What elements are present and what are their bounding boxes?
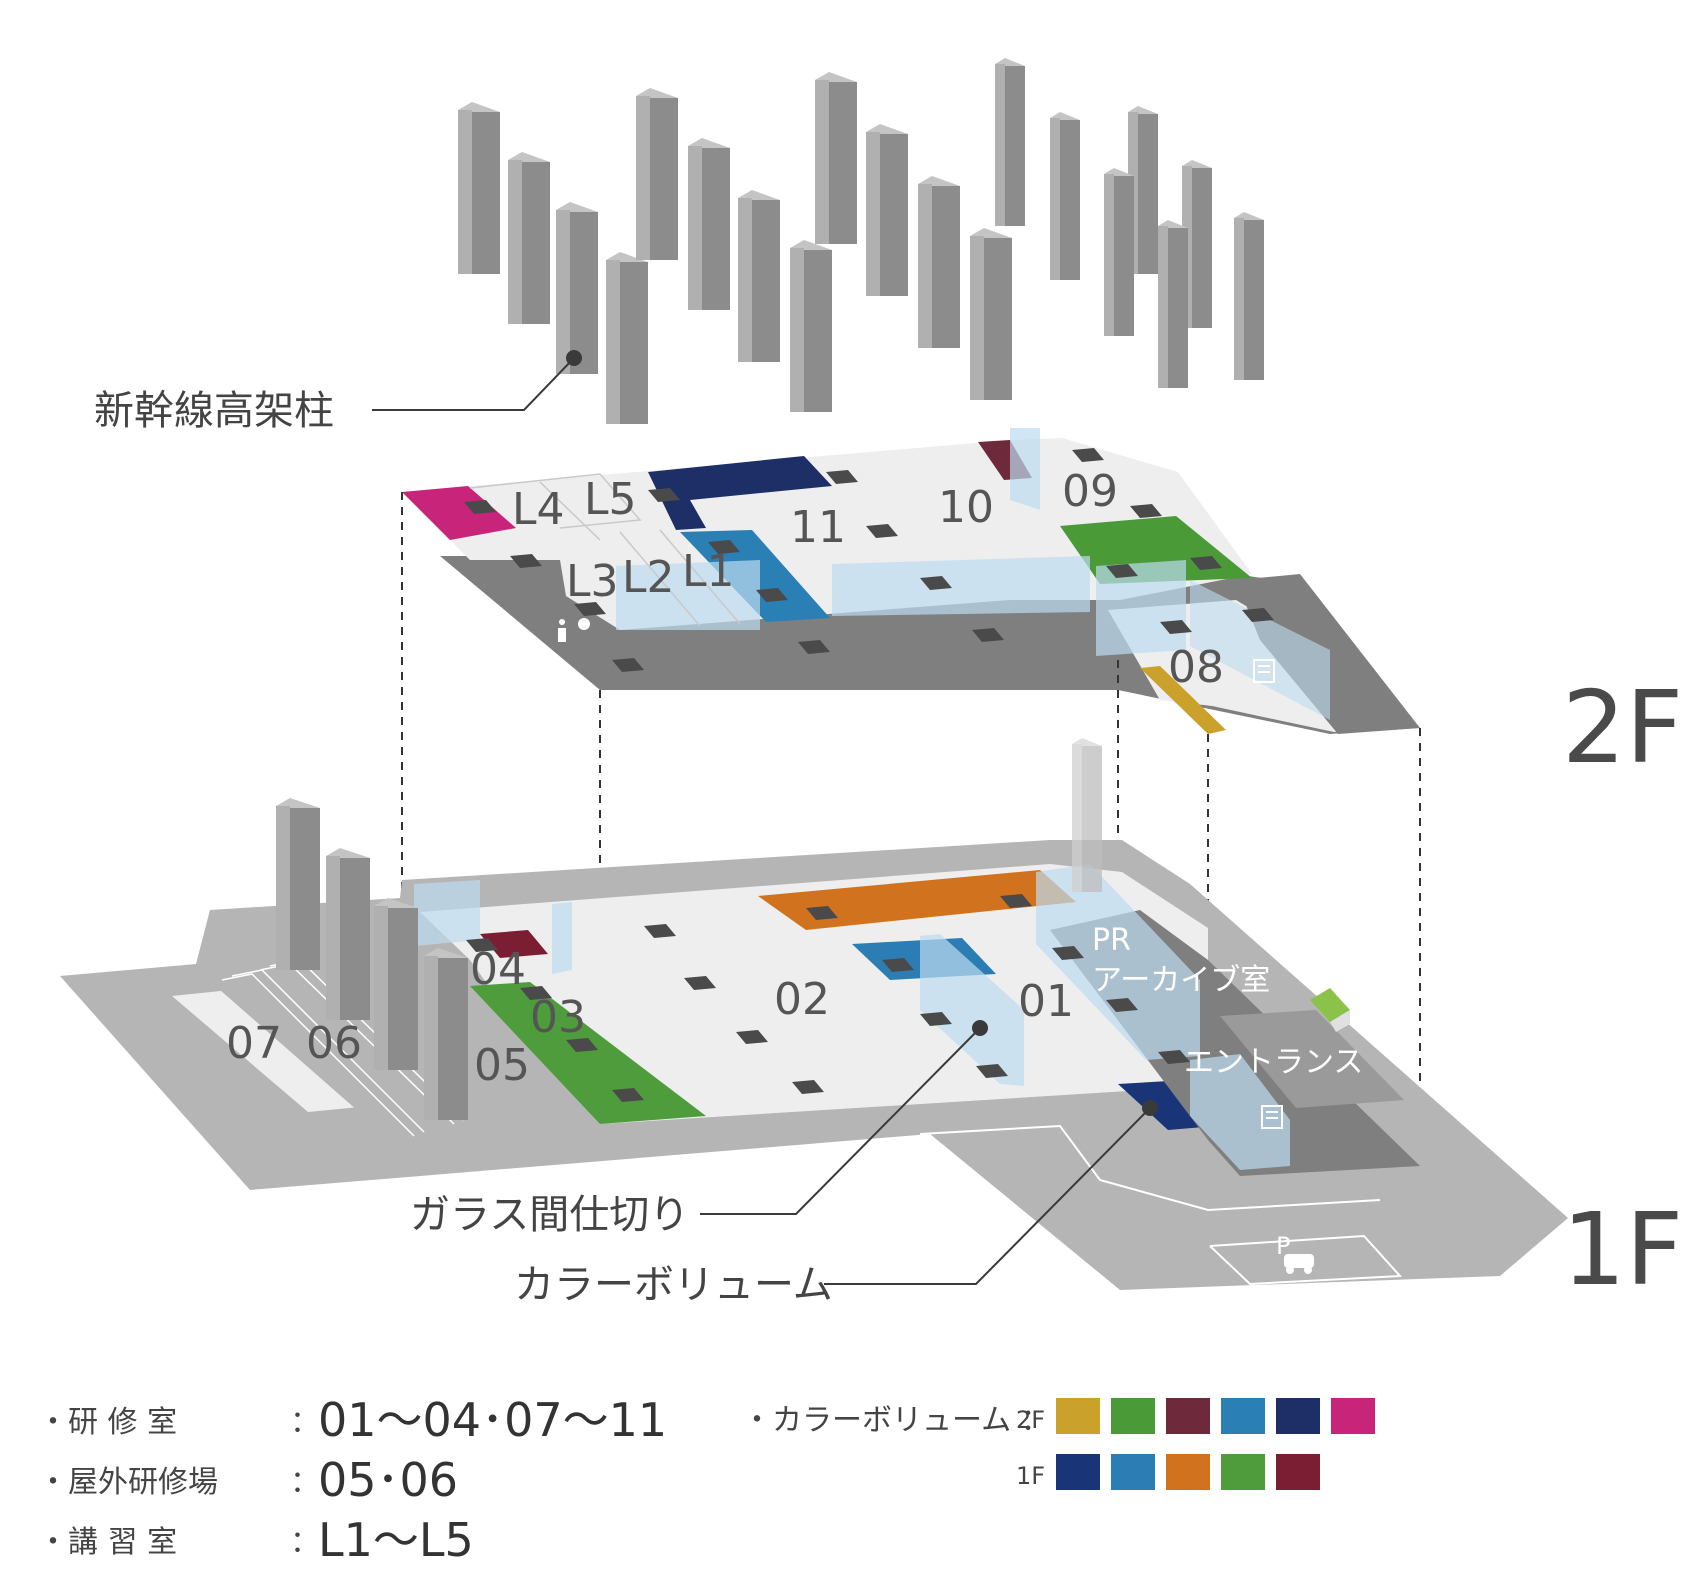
pillar — [636, 88, 678, 260]
room-07-label: 07 — [226, 1018, 282, 1069]
room-06-label: 06 — [306, 1018, 362, 1069]
color-swatch — [1331, 1398, 1375, 1434]
restroom-icon — [558, 618, 590, 642]
roadway — [919, 1124, 1403, 1286]
room-l5-label: L5 — [584, 474, 637, 525]
room-04-label: 04 — [470, 944, 526, 995]
color-swatch — [1111, 1398, 1155, 1434]
color-volume-legend-title: ・カラーボリューム ： — [742, 1403, 1051, 1438]
svg-text:：: ： — [290, 1465, 320, 1500]
entrance-label: エントランス — [1184, 1045, 1363, 1080]
pillar — [918, 176, 960, 348]
color-volume-label: カラーボリューム — [514, 1262, 833, 1308]
color-swatch — [1276, 1398, 1320, 1434]
legend-item-value: 05･06 — [318, 1453, 458, 1507]
legend-2f-label: 2F — [1016, 1406, 1045, 1434]
color-swatch — [1166, 1398, 1210, 1434]
room-11-label: 11 — [790, 502, 846, 553]
color-swatch — [1056, 1454, 1100, 1490]
parking-icon: P — [1276, 1232, 1314, 1274]
pillar — [815, 72, 857, 244]
color-swatch — [1111, 1454, 1155, 1490]
room-08-label: 08 — [1168, 642, 1224, 693]
pr-archive-label-line1: PR — [1092, 923, 1131, 958]
svg-text:：: ： — [290, 1525, 320, 1560]
pillar-callout: 新幹線高架柱 — [94, 350, 582, 434]
room-10-label: 10 — [938, 482, 994, 533]
glass-partition-label: ガラス間仕切り — [410, 1192, 689, 1238]
room-l3-label: L3 — [566, 556, 619, 607]
pillar — [970, 228, 1012, 400]
color-swatch — [1276, 1454, 1320, 1490]
room-01-label: 01 — [1018, 976, 1074, 1027]
pillar — [556, 202, 598, 374]
legend-item-label: ・講 習 室 — [38, 1525, 177, 1560]
room-03-label: 03 — [530, 992, 586, 1043]
floor-2f: L4 L5 L3 L2 L1 11 10 09 08 — [402, 428, 1420, 734]
room-l2-label: L2 — [622, 552, 675, 603]
elevator-icon — [1253, 659, 1275, 683]
glass-partition-callout: ガラス間仕切り — [410, 1020, 988, 1238]
pillar — [508, 152, 550, 324]
color-volume-callout: カラーボリューム — [514, 1100, 1158, 1308]
room-05-label: 05 — [474, 1040, 530, 1091]
pillar — [1050, 112, 1080, 280]
svg-text:P: P — [1276, 1232, 1290, 1260]
swatches-2f — [1056, 1398, 1375, 1434]
elevator-icon — [1261, 1105, 1283, 1129]
svg-text:：: ： — [290, 1405, 320, 1440]
legend: ・研 修 室 ： 01～04･07～11 ・屋外研修場 ： 05･06 ・講 習… — [38, 1393, 1375, 1567]
elevated-pillars-top — [458, 58, 1264, 424]
floor-label-1f: 1F — [1562, 1191, 1683, 1308]
pillar — [688, 138, 730, 310]
pillar — [790, 240, 832, 412]
floor-label-2f: 2F — [1562, 669, 1683, 786]
legend-item-label: ・屋外研修場 — [38, 1465, 218, 1500]
pillar — [1158, 220, 1188, 388]
color-swatch — [1221, 1398, 1265, 1434]
pillar — [866, 124, 908, 296]
room-09-label: 09 — [1062, 466, 1118, 517]
entrance-sign-icon — [1310, 988, 1350, 1032]
legend-item-value: L1～L5 — [318, 1513, 474, 1567]
elevated-pillars-1f — [276, 738, 1102, 1120]
pillar — [1234, 212, 1264, 380]
color-swatch — [1056, 1398, 1100, 1434]
pillar — [995, 58, 1025, 226]
pr-archive-label-line2: アーカイブ室 — [1092, 963, 1270, 998]
pillar — [458, 102, 500, 274]
room-02-label: 02 — [774, 974, 830, 1025]
legend-item-label: ・研 修 室 — [38, 1405, 177, 1440]
color-swatch — [1166, 1454, 1210, 1490]
room-l1-label: L1 — [682, 546, 735, 597]
legend-item-value: 01～04･07～11 — [318, 1393, 667, 1447]
pillar-label: 新幹線高架柱 — [94, 388, 334, 434]
swatches-1f — [1056, 1454, 1320, 1490]
room-l4-label: L4 — [512, 484, 565, 535]
color-swatch — [1221, 1454, 1265, 1490]
pillar — [738, 190, 780, 362]
pillar — [1104, 168, 1134, 336]
legend-1f-label: 1F — [1016, 1462, 1045, 1490]
pillar — [606, 252, 648, 424]
